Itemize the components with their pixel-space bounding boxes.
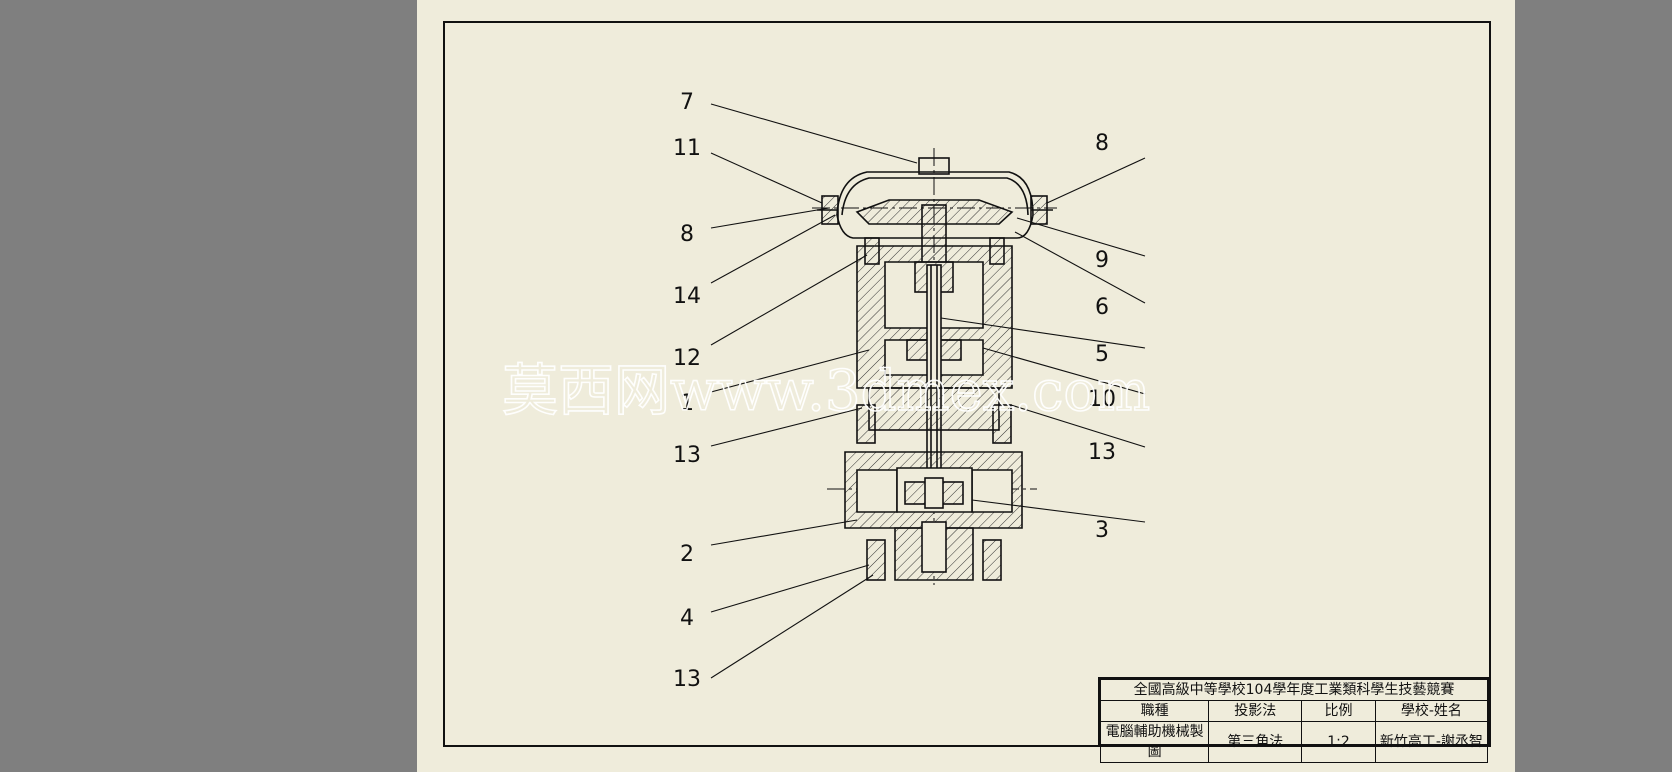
- callout-13-right: 13: [1088, 440, 1116, 465]
- valve-assembly-drawing: 7 11 8 14 12 1 13 2 4 13 8 9 6 5 10 13 3…: [443, 21, 1491, 747]
- callout-8-left: 8: [680, 222, 694, 247]
- header-projection: 投影法: [1208, 700, 1303, 722]
- title-block-table: 全國高級中等學校104學年度工業類科學生技藝競賽 職種 投影法 比例 學校-姓名…: [1099, 679, 1489, 763]
- callout-13-left-lower: 13: [673, 667, 701, 692]
- callout-2: 2: [680, 542, 694, 567]
- drawing-sheet: 7 11 8 14 12 1 13 2 4 13 8 9 6 5 10 13 3…: [417, 0, 1515, 772]
- valve-section-view: [812, 148, 1057, 585]
- competition-title: 全國高級中等學校104學年度工業類科學生技藝競賽: [1100, 679, 1488, 701]
- callout-8-right: 8: [1095, 131, 1109, 156]
- callout-14: 14: [673, 284, 701, 309]
- value-trade: 電腦輔助機械製圖: [1099, 721, 1210, 763]
- value-projection: 第三角法: [1208, 721, 1303, 763]
- watermark-text: 莫西网www.3dmex.com: [502, 359, 1150, 424]
- callout-9: 9: [1095, 248, 1109, 273]
- header-trade: 職種: [1099, 700, 1210, 722]
- drawing-border: [443, 21, 1491, 747]
- callout-10: 10: [1088, 387, 1116, 412]
- callout-7: 7: [680, 90, 694, 115]
- value-scale: 1:2: [1301, 721, 1376, 763]
- callout-11: 11: [673, 136, 701, 161]
- callout-12: 12: [673, 346, 701, 371]
- callout-13-left-upper: 13: [673, 443, 701, 468]
- value-school-name: 新竹高工-謝丞智: [1374, 721, 1489, 763]
- callout-4: 4: [680, 606, 694, 631]
- callout-3: 3: [1095, 518, 1109, 543]
- callout-6: 6: [1095, 295, 1109, 320]
- callout-1: 1: [680, 391, 694, 416]
- header-school-name: 學校-姓名: [1374, 700, 1489, 722]
- callout-5: 5: [1095, 342, 1109, 367]
- header-scale: 比例: [1301, 700, 1376, 722]
- title-block: 全國高級中等學校104學年度工業類科學生技藝競賽 職種 投影法 比例 學校-姓名…: [1098, 677, 1490, 763]
- leader-lines: [710, 103, 1146, 679]
- callout-numbers: 7 11 8 14 12 1 13 2 4 13 8 9 6 5 10 13 3: [673, 90, 1116, 692]
